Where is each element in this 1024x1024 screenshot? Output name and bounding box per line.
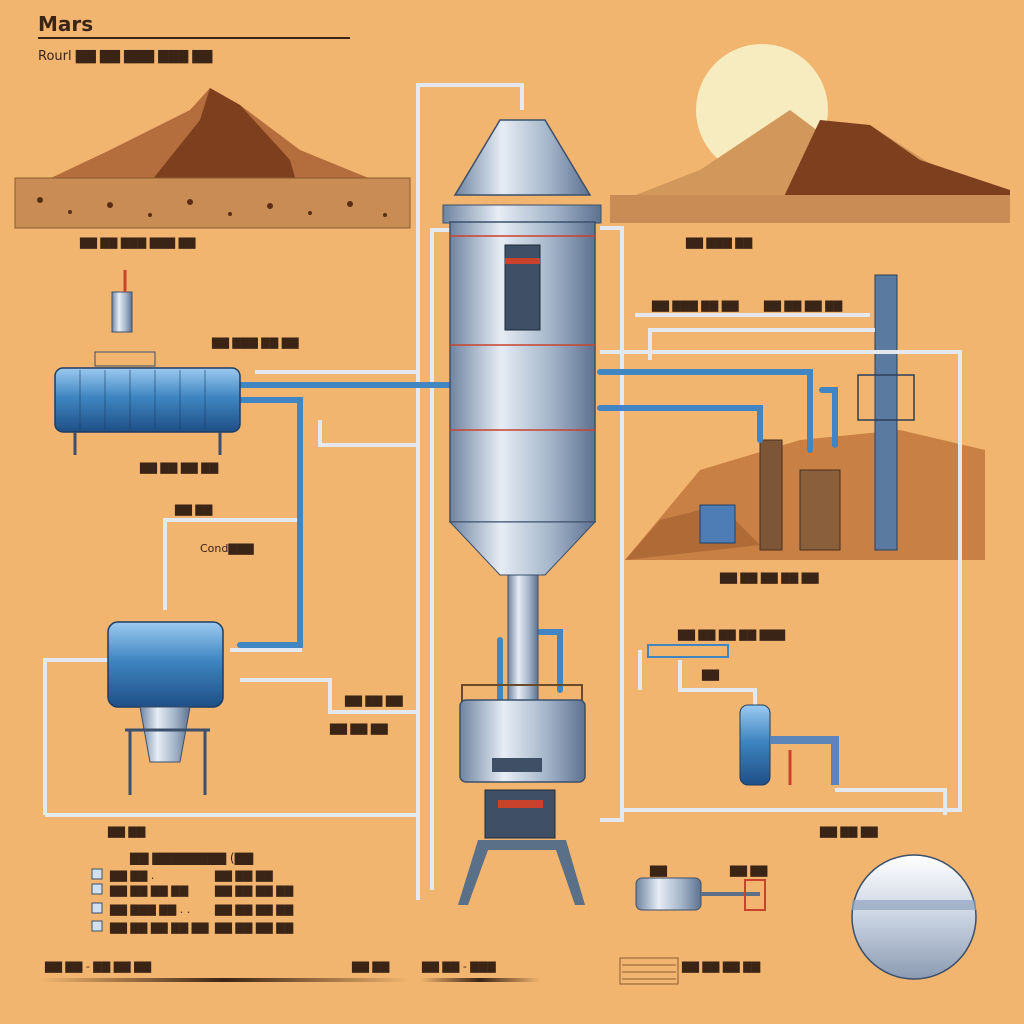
pump-unit [635,877,766,911]
footer-swatch [619,957,679,985]
legend-heading: ▇▇ ▇▇▇▇▇▇▇▇ (▇▇ [129,851,254,865]
condenser-tank [107,621,224,795]
legend-row-4-b: ▇▇ ▇▇ ▇▇ ▇▇ [214,921,294,934]
label-left-tank: ▇▇ ▇▇ ▇▇ ▇▇ [139,461,219,474]
label-bottom-right: ▇▇ ▇▇ ▇▇ [819,825,878,838]
legend-row-1-b: ▇▇ ▇▇ ▇▇ [214,869,273,882]
left-storage-tank [54,270,241,455]
label-right-landscape: ▇▇ ▇▇▇ ▇▇ [685,236,753,249]
legend-row-2-a: ▇▇ ▇▇ ▇▇ ▇▇ [109,884,189,897]
vertical-separator-tank [739,704,839,786]
label-factory: ▇▇ ▇▇ ▇▇ ▇▇ ▇▇ [719,571,819,584]
footer-bar-left [40,978,410,982]
label-small-right: ▇▇ [701,668,719,681]
label-upper-right-1: ▇▇ ▇▇▇ ▇▇ ▇▇ [651,299,739,312]
label-condenser: Cond▇▇▇ [200,542,254,555]
page-title: Mars [38,12,93,36]
right-landscape [610,44,1010,223]
label-pump: ▇▇ [649,864,667,877]
legend-row-1-a: ▇▇ ▇▇ . [109,869,154,882]
label-upper-right-2: ▇▇ ▇▇ ▇▇ ▇▇ [763,299,843,312]
legend-row-4-a: ▇▇ ▇▇ ▇▇ ▇▇ ▇▇ [109,921,209,934]
legend-swatch-4 [91,920,103,932]
pipe-network [43,83,962,900]
label-lower-mid-1: ▇▇ ▇▇ ▇▇ [344,694,403,707]
label-small-left: ▇▇ ▇▇ [174,503,213,516]
label-bottom-left: ▇▇ ▇▇ [107,825,146,838]
legend-row-3-a: ▇▇ ▇▇▇ ▇▇ . . [109,903,190,916]
blue-pipes [237,369,838,703]
factory-area [625,274,985,560]
label-mid-left-top: ▇▇ ▇▇▇ ▇▇ ▇▇ [211,336,299,349]
label-left-landscape: ▇▇ ▇▇ ▇▇▇ ▇▇▇ ▇▇ [79,236,196,249]
page-subtitle: Rourl ▇▇ ▇▇ ▇▇▇ ▇▇▇ ▇▇ [38,49,213,64]
main-reactor-column [442,119,602,905]
legend-swatch-3 [91,902,103,914]
footer-right: ▇▇ ▇▇ ▇▇ ▇▇ [681,960,761,973]
legend: ▇▇ ▇▇▇▇▇▇▇▇ (▇▇ ▇▇ ▇▇ . ▇▇ ▇▇ ▇▇ ▇▇ ▇▇ ▇… [91,851,294,934]
footer-mid-2: ▇▇ ▇▇ - ▇▇▇ [421,960,496,973]
legend-row-3-b: ▇▇ ▇▇ ▇▇ ▇▇ [214,903,294,916]
label-pump-right: ▇▇ ▇▇ [729,864,768,877]
footer-bar-mid [420,978,540,982]
small-pipe-manifold [647,644,729,658]
footer: ▇▇ ▇▇ - ▇▇ ▇▇ ▇▇ ▇▇ ▇▇ ▇▇ ▇▇ - ▇▇▇ ▇▇ ▇▇… [40,957,761,985]
legend-row-2-b: ▇▇ ▇▇ ▇▇ ▇▇ [214,884,294,897]
spherical-storage-tank [851,854,977,980]
label-lower-mid-2: ▇▇ ▇▇ ▇▇ [329,722,388,735]
legend-swatch-2 [91,883,103,895]
left-landscape [14,88,411,229]
footer-mid-1: ▇▇ ▇▇ [351,960,390,973]
label-mid-right: ▇▇ ▇▇ ▇▇ ▇▇ ▇▇▇ [677,628,786,641]
legend-swatch-1 [91,868,103,880]
footer-left: ▇▇ ▇▇ - ▇▇ ▇▇ ▇▇ [44,960,152,973]
